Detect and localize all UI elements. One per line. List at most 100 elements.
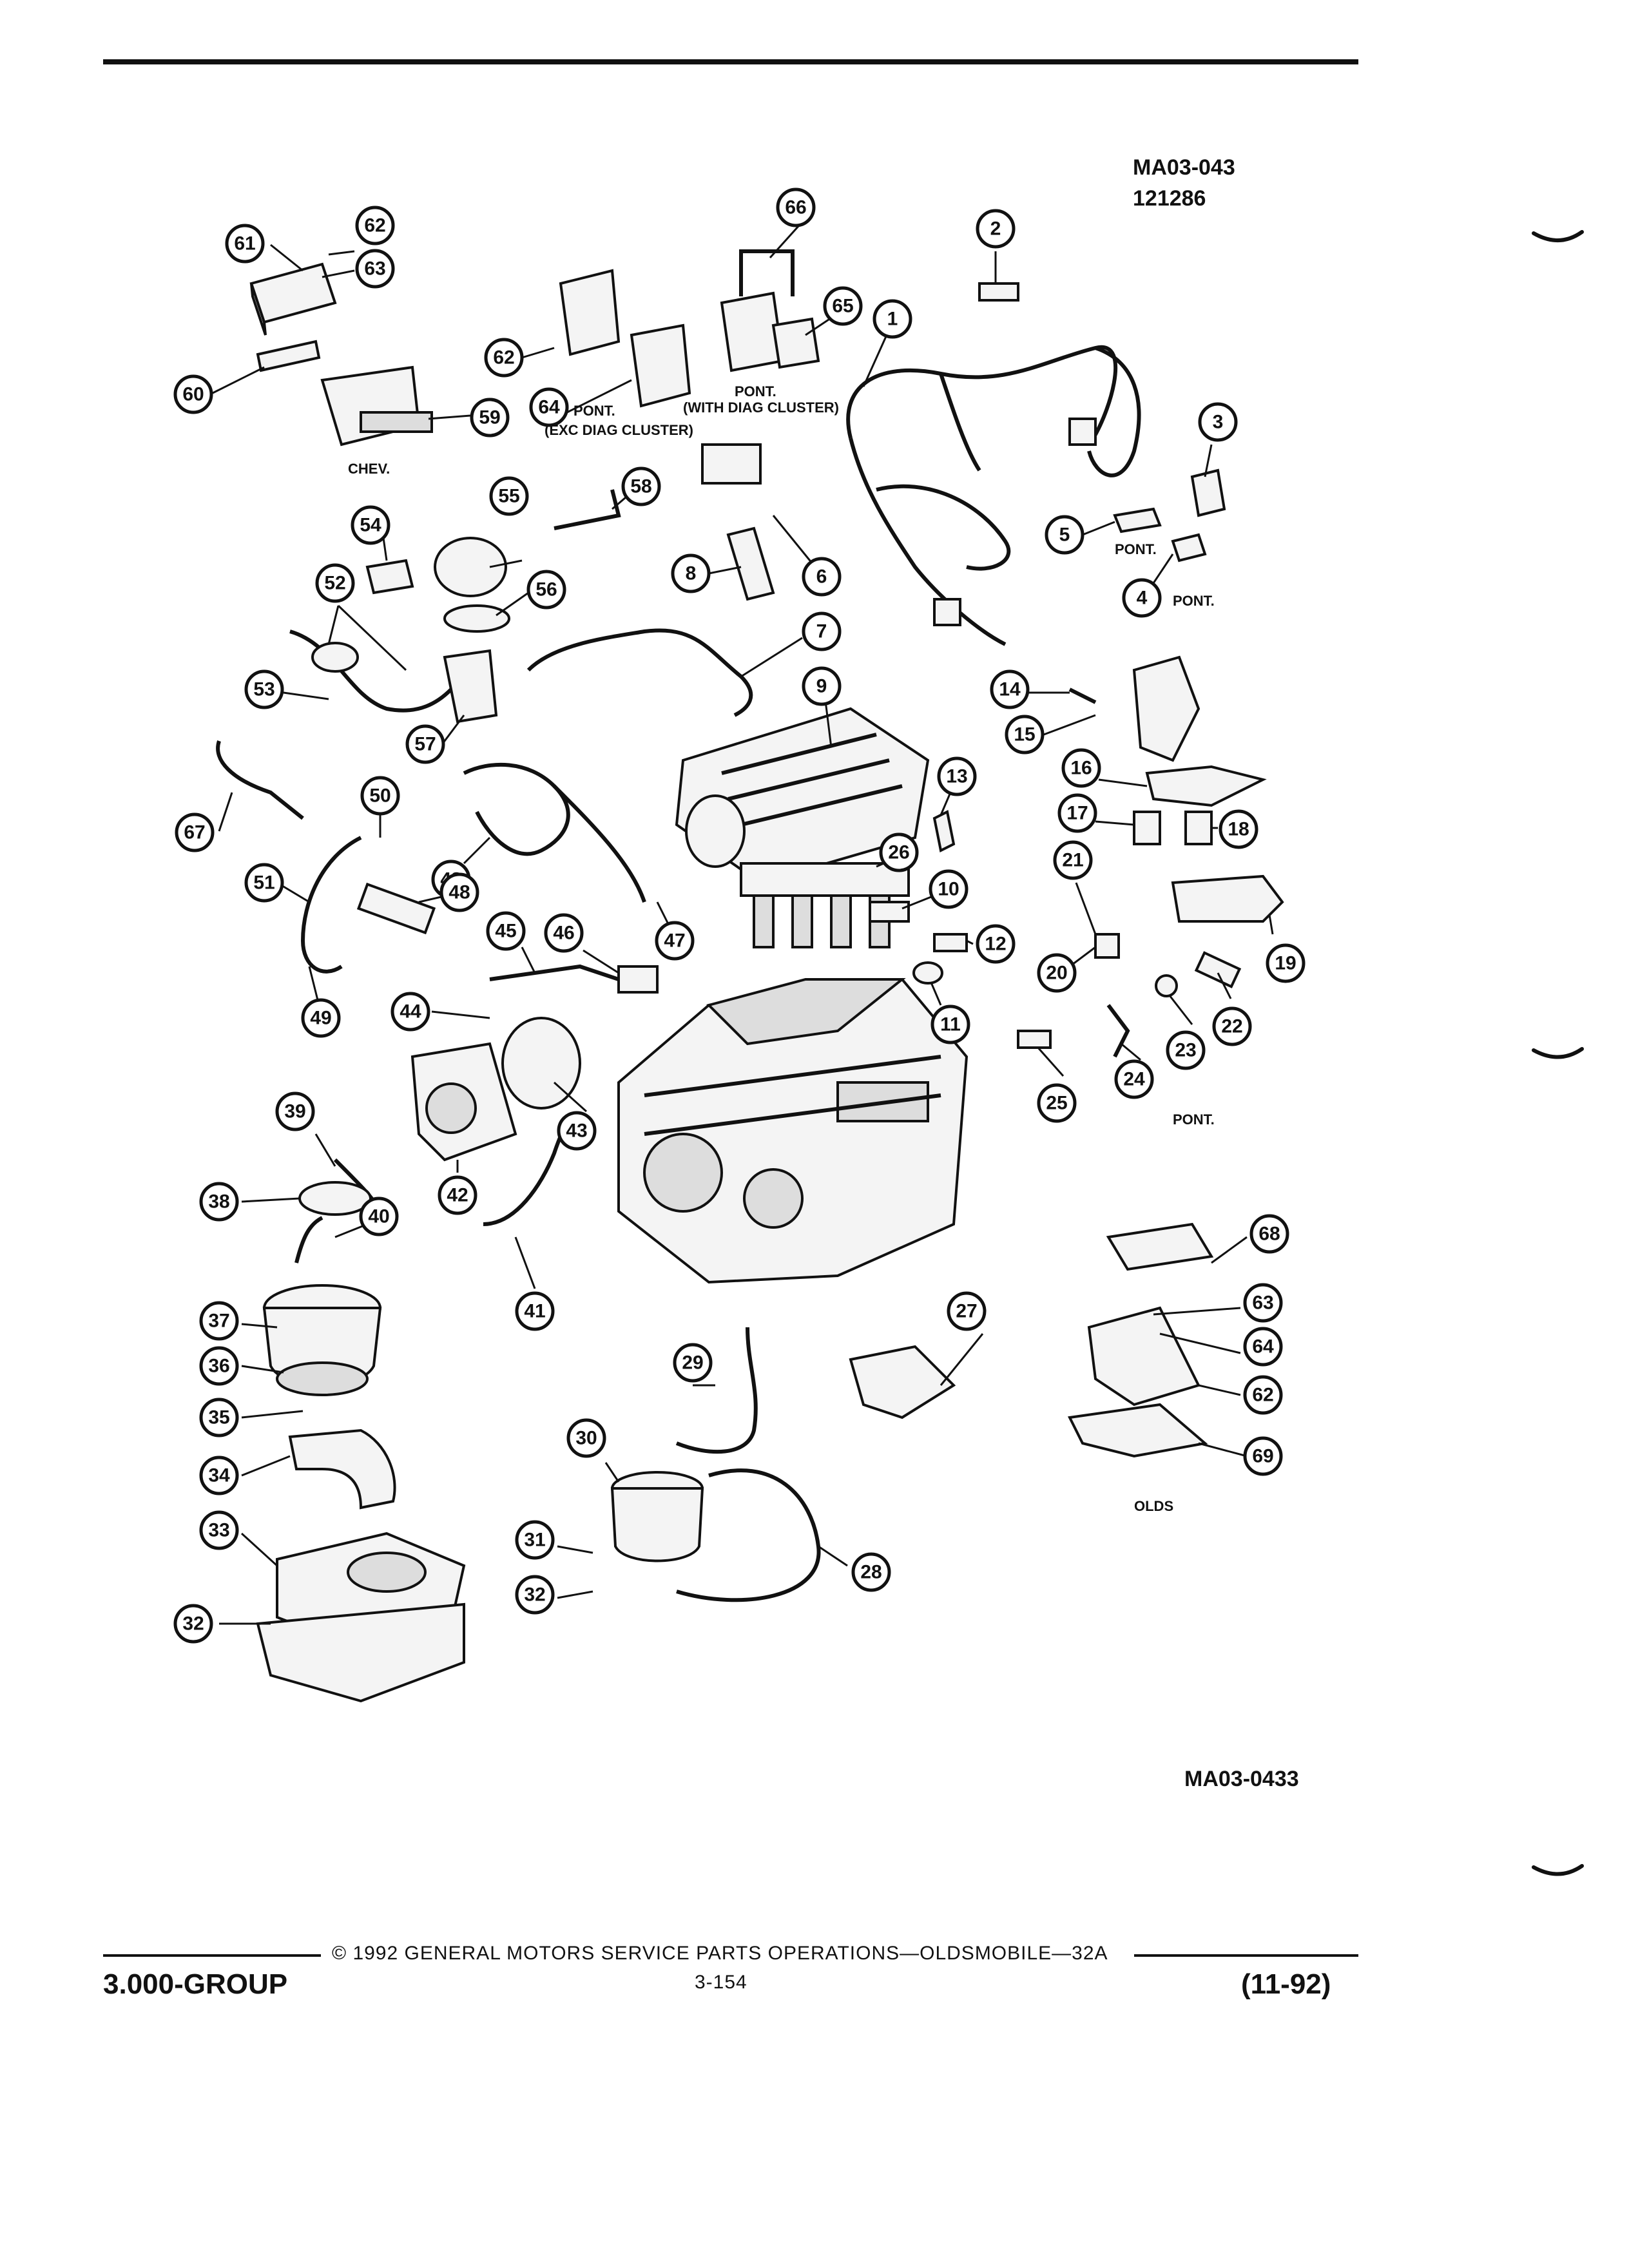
cable-29 bbox=[675, 1327, 758, 1454]
svg-text:34: 34 bbox=[208, 1465, 230, 1486]
margin-mark-top bbox=[1532, 230, 1584, 242]
svg-text:2: 2 bbox=[990, 218, 1001, 240]
callout-66: 65 bbox=[823, 286, 863, 326]
svg-text:52: 52 bbox=[324, 573, 345, 594]
callout-53: 52 bbox=[315, 563, 355, 603]
svg-text:37: 37 bbox=[208, 1311, 229, 1332]
svg-text:45: 45 bbox=[495, 921, 516, 942]
callout-42: 42 bbox=[438, 1175, 477, 1215]
svg-text:46: 46 bbox=[553, 923, 574, 944]
callout-26: 26 bbox=[879, 832, 919, 872]
callout-20: 20 bbox=[1037, 953, 1077, 993]
svg-text:54: 54 bbox=[360, 515, 381, 536]
ecm-module-pont-diag bbox=[720, 249, 820, 372]
sensor-22 bbox=[1194, 951, 1242, 988]
callout-28: 28 bbox=[851, 1552, 891, 1592]
callout-32-canister: 32 bbox=[515, 1575, 555, 1615]
air-cleaner-housing bbox=[262, 1284, 382, 1396]
cover-19 bbox=[1171, 874, 1284, 923]
svg-text:67: 67 bbox=[184, 822, 205, 843]
bracket-55 bbox=[365, 559, 414, 595]
label-chev: CHEV. bbox=[348, 461, 390, 477]
callout-32-base: 32 bbox=[173, 1604, 213, 1644]
footer-revision-date: (11-92) bbox=[1241, 1968, 1331, 2000]
callout-58: 57 bbox=[405, 724, 445, 764]
callout-34: 34 bbox=[199, 1456, 239, 1495]
callout-49-bubble: 48 bbox=[439, 872, 479, 912]
sensor-18 bbox=[1184, 811, 1213, 845]
evap-canister bbox=[610, 1471, 704, 1562]
clip-4 bbox=[1171, 533, 1207, 562]
svg-text:25: 25 bbox=[1046, 1093, 1067, 1114]
svg-text:7: 7 bbox=[816, 621, 827, 642]
svg-text:51: 51 bbox=[253, 872, 275, 894]
callout-7: 7 bbox=[802, 611, 842, 651]
callout-38: 38 bbox=[199, 1182, 239, 1222]
svg-text:18: 18 bbox=[1228, 819, 1249, 840]
callout-61: 60 bbox=[173, 374, 213, 414]
label-olds: OLDS bbox=[1134, 1498, 1173, 1514]
svg-text:32: 32 bbox=[524, 1584, 545, 1606]
footer-group-code: 3.000-GROUP bbox=[103, 1968, 288, 2000]
label-pont-5: PONT. bbox=[1115, 541, 1157, 557]
svg-text:15: 15 bbox=[1014, 724, 1035, 745]
pcv-valve-49 bbox=[356, 882, 436, 935]
callout-11: 11 bbox=[930, 1004, 970, 1044]
label-exc-diag-cluster: (EXC DIAG CLUSTER) bbox=[545, 422, 693, 438]
callout-23: 23 bbox=[1166, 1030, 1206, 1070]
svg-text:62: 62 bbox=[364, 215, 385, 236]
callout-13: 13 bbox=[937, 756, 977, 796]
svg-text:4: 4 bbox=[1137, 588, 1148, 609]
gasket-57 bbox=[443, 604, 510, 633]
oxygen-sensor-68 bbox=[216, 740, 304, 820]
callout-43: 43 bbox=[557, 1111, 597, 1151]
callout-10: 10 bbox=[929, 869, 969, 909]
callout-62-olds: 62 bbox=[1243, 1375, 1283, 1415]
callout-45: 45 bbox=[486, 911, 526, 951]
sensor-25 bbox=[1017, 1030, 1052, 1049]
callout-12: 12 bbox=[976, 924, 1016, 964]
svg-text:31: 31 bbox=[524, 1530, 545, 1551]
svg-text:12: 12 bbox=[985, 934, 1006, 955]
svg-text:23: 23 bbox=[1175, 1040, 1196, 1061]
wiring-harness bbox=[846, 345, 1141, 646]
svg-text:27: 27 bbox=[956, 1301, 977, 1322]
callout-30: 30 bbox=[566, 1418, 606, 1458]
air-cleaner-base bbox=[256, 1532, 466, 1703]
gasket-43 bbox=[501, 1017, 581, 1110]
egr-adapter-58 bbox=[443, 649, 498, 724]
callout-24: 24 bbox=[1114, 1059, 1154, 1099]
svg-text:63: 63 bbox=[364, 258, 385, 280]
svg-text:60: 60 bbox=[182, 384, 204, 405]
elbow-34 bbox=[288, 1428, 396, 1510]
svg-text:42: 42 bbox=[447, 1185, 468, 1206]
svg-text:62: 62 bbox=[1252, 1385, 1273, 1406]
svg-text:17: 17 bbox=[1066, 803, 1088, 824]
svg-text:26: 26 bbox=[888, 842, 909, 863]
line-59 bbox=[554, 489, 621, 530]
callout-57: 56 bbox=[526, 570, 566, 610]
bracket-27 bbox=[849, 1345, 956, 1419]
callout-14: 14 bbox=[990, 669, 1030, 709]
margin-mark-middle bbox=[1532, 1047, 1584, 1059]
clamp-38 bbox=[298, 1181, 372, 1216]
callout-2: 2 bbox=[976, 209, 1016, 249]
vacuum-hose-47 bbox=[552, 784, 646, 903]
callout-31: 31 bbox=[515, 1520, 555, 1560]
callout-64-olds: 64 bbox=[1243, 1327, 1283, 1367]
callout-56: 55 bbox=[489, 476, 529, 516]
svg-text:55: 55 bbox=[498, 486, 519, 507]
callout-33: 33 bbox=[199, 1510, 239, 1550]
callout-64-chev: 63 bbox=[355, 249, 395, 289]
label-with-diag-cluster: (WITH DIAG CLUSTER) bbox=[683, 399, 839, 416]
callout-62-chev: 61 bbox=[225, 224, 265, 264]
svg-text:68: 68 bbox=[1258, 1224, 1280, 1245]
svg-text:40: 40 bbox=[368, 1206, 389, 1227]
drawing-ref-date-code: 121286 bbox=[1133, 186, 1206, 211]
svg-text:35: 35 bbox=[208, 1407, 229, 1428]
callout-70: 69 bbox=[1243, 1436, 1283, 1476]
svg-text:48: 48 bbox=[448, 882, 470, 903]
throttle-body bbox=[410, 1042, 517, 1162]
ecm-module-olds bbox=[1067, 1222, 1214, 1458]
